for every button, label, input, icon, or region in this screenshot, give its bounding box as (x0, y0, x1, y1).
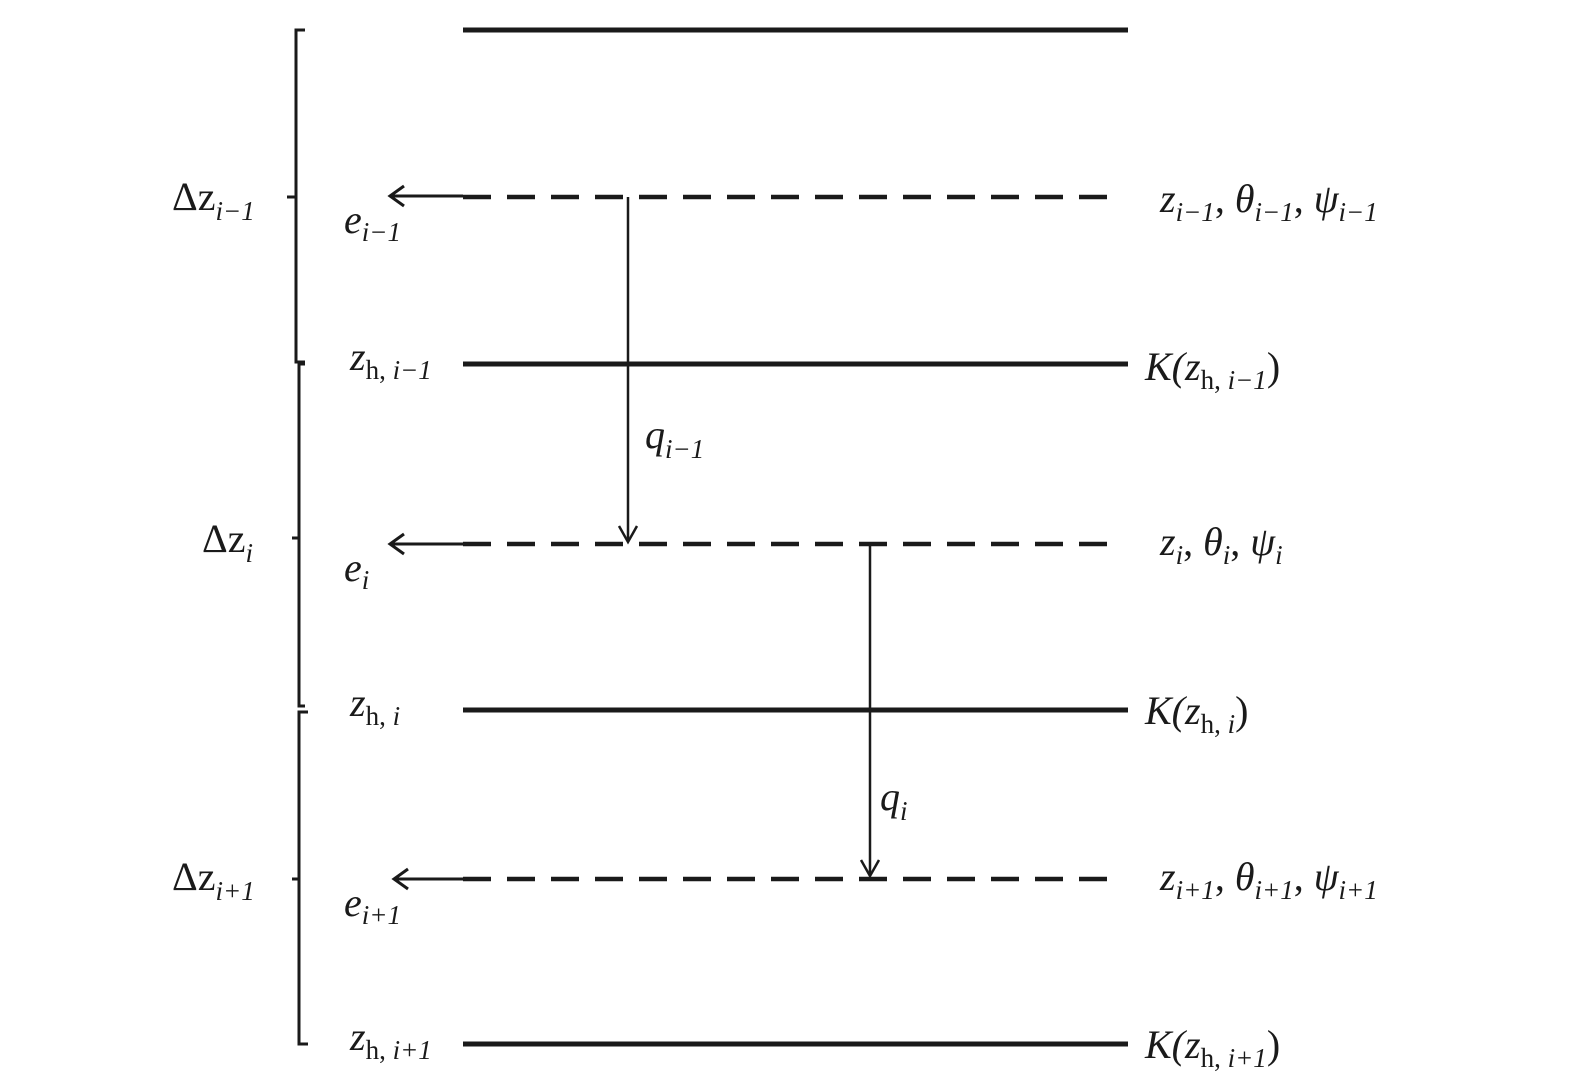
conductivity-label-1: K(zh, i−1) (1144, 344, 1280, 395)
evaporation-arrow-3 (391, 867, 463, 891)
layer-bracket-1 (287, 28, 305, 364)
node-state-label-3: zi+1, θi+1, ψi+1 (1159, 854, 1378, 905)
flux-arrow-2 (859, 544, 881, 879)
evaporation-arrow-1 (387, 184, 463, 208)
node-state-label-2: zi, θi, ψi (1159, 519, 1283, 570)
layer-bracket-2 (292, 362, 305, 708)
evaporation-label-1: ei−1 (344, 197, 401, 247)
conductivity-label-3: K(zh, i+1) (1144, 1022, 1280, 1073)
interface-depth-label-2: zh, i (349, 680, 400, 731)
conductivity-label-2: K(zh, i) (1144, 688, 1248, 739)
layer-bracket-3 (292, 710, 308, 1046)
delta-z-label-1: Δzi−1 (172, 174, 255, 226)
delta-z-label-2: Δzi (202, 516, 253, 568)
evaporation-label-2: ei (344, 545, 369, 595)
evaporation-arrow-2 (387, 532, 463, 556)
flux-arrow-1 (617, 197, 639, 545)
node-state-label-1: zi−1, θi−1, ψi−1 (1159, 176, 1378, 227)
delta-z-label-3: Δzi+1 (172, 854, 255, 906)
interface-depth-label-3: zh, i+1 (349, 1014, 432, 1065)
interface-depth-label-1: zh, i−1 (349, 334, 432, 385)
flux-label-2: qi (880, 774, 908, 826)
flux-label-1: qi−1 (645, 412, 704, 464)
evaporation-label-3: ei+1 (344, 880, 401, 930)
